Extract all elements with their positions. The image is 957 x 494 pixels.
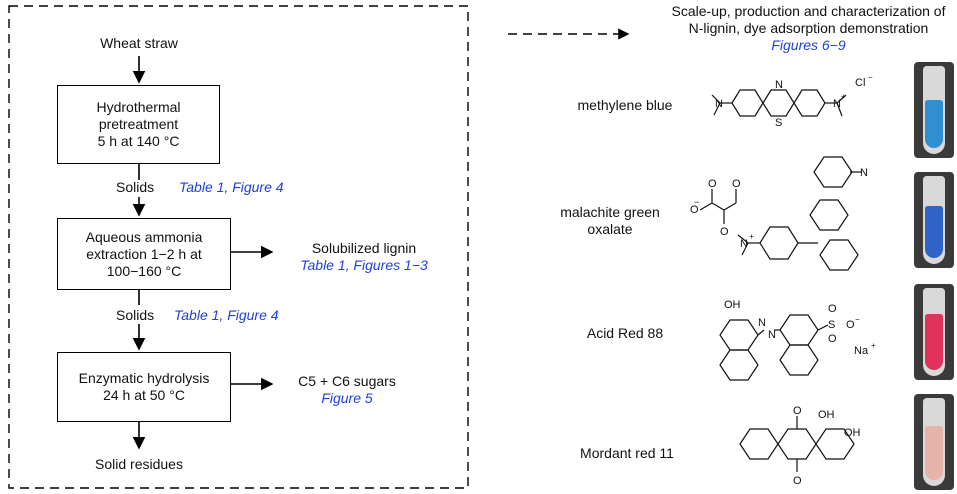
mordant-red-11-structure: O O OH OH [739,405,861,487]
lignin-label: Solubilized lignin [311,240,417,256]
methylene-blue-n-left: N [715,98,723,110]
methylene-blue-structure: N S N N + Cl − [711,73,873,129]
malachite-green-n-left: N [740,238,748,250]
extraction-line-2: extraction 1−2 h at [86,245,202,262]
lignin-ref: Table 1, Figures 1−3 [300,257,428,273]
solids-label-1: Solids [116,179,155,195]
scaleup-line-2: N-lignin, dye adsorption demonstration [688,20,929,36]
scaleup-line-1: Scale-up, production and characterizatio… [671,3,946,19]
sugars-ref: Figure 5 [321,390,373,406]
acid-red-88-s: S [828,319,835,331]
mordant-red-11-oh1: OH [818,409,835,421]
solids-ref-1: Table 1, Figure 4 [179,179,284,195]
pretreatment-line-3: 5 h at 140 °C [97,133,180,149]
pretreatment-line-2: pretreatment [98,116,179,132]
process-frame [8,5,469,489]
tube-liquid-methylene-blue [925,100,943,148]
acid-red-88-oh: OH [724,299,741,311]
tube-photo-malachite-green [914,172,954,268]
acid-red-88-plus: + [871,341,876,350]
acid-red-88-o1: O [828,303,837,315]
sugars-label: C5 + C6 sugars [298,373,396,389]
end-label: Solid residues [95,456,183,472]
acid-red-88-na: Na [854,345,869,357]
mordant-red-11-oh2: OH [844,427,861,439]
dye-name-acid-red-88: Acid Red 88 [586,325,664,341]
tube-liquid-malachite-green [925,206,943,258]
dye-name-methylene-blue: methylene blue [577,97,673,113]
pretreatment-box: Hydrothermal pretreatment 5 h at 140 °C [57,85,220,164]
malachite-green-plus: + [749,232,754,241]
methylene-blue-n-right: N [833,98,841,110]
methylene-blue-s: S [775,117,782,129]
pretreatment-line-1: Hydrothermal [96,99,181,115]
methylene-blue-plus: + [841,92,846,101]
methylene-blue-n-top: N [775,79,783,91]
acid-red-88-n2: N [768,329,776,341]
dye-name-malachite-green-2: oxalate [587,221,633,237]
solids-label-2: Solids [116,307,155,323]
acid-red-88-o3: O [846,319,855,331]
scaleup-ref: Figures 6−9 [771,37,846,53]
tube-photo-acid-red-88 [914,284,954,380]
malachite-green-o4: O [720,226,729,238]
extraction-line-1: Aqueous ammonia [85,228,203,245]
mordant-red-11-o2: O [793,475,802,487]
hydrolysis-line-1: Enzymatic hydrolysis [78,370,210,386]
acid-red-88-n1: N [758,317,766,329]
tube-liquid-acid-red-88 [925,314,943,370]
solids-ref-2: Table 1, Figure 4 [174,307,279,323]
tube-liquid-mordant-red-11 [925,426,943,480]
malachite-green-o2: O [732,178,741,190]
tube-photo-methylene-blue [914,62,954,158]
extraction-box: Aqueous ammonia extraction 1−2 h at 100−… [57,218,231,290]
malachite-green-o1: O [708,178,717,190]
extraction-line-3: 100−160 °C [106,262,182,279]
malachite-green-n-right: N [860,167,868,179]
malachite-green-structure: O O O O − N N + [690,156,868,271]
hydrolysis-line-2: 24 h at 50 °C [103,387,185,403]
acid-red-88-structure: OH N N S O O O − Na + [719,299,876,381]
start-label: Wheat straw [100,35,178,51]
methylene-blue-cl: Cl [855,77,865,89]
acid-red-88-o2: O [828,333,837,345]
acid-red-88-minus: − [855,315,860,324]
dye-name-malachite-green-1: malachite green [560,204,660,220]
mordant-red-11-o1: O [793,405,802,417]
hydrolysis-box: Enzymatic hydrolysis 24 h at 50 °C [57,352,231,422]
malachite-green-minus: − [694,197,699,207]
methylene-blue-cl-minus: − [868,73,873,82]
tube-photo-mordant-red-11 [914,394,954,490]
malachite-green-o3: O [690,204,699,216]
dye-name-mordant-red-11: Mordant red 11 [580,445,674,461]
